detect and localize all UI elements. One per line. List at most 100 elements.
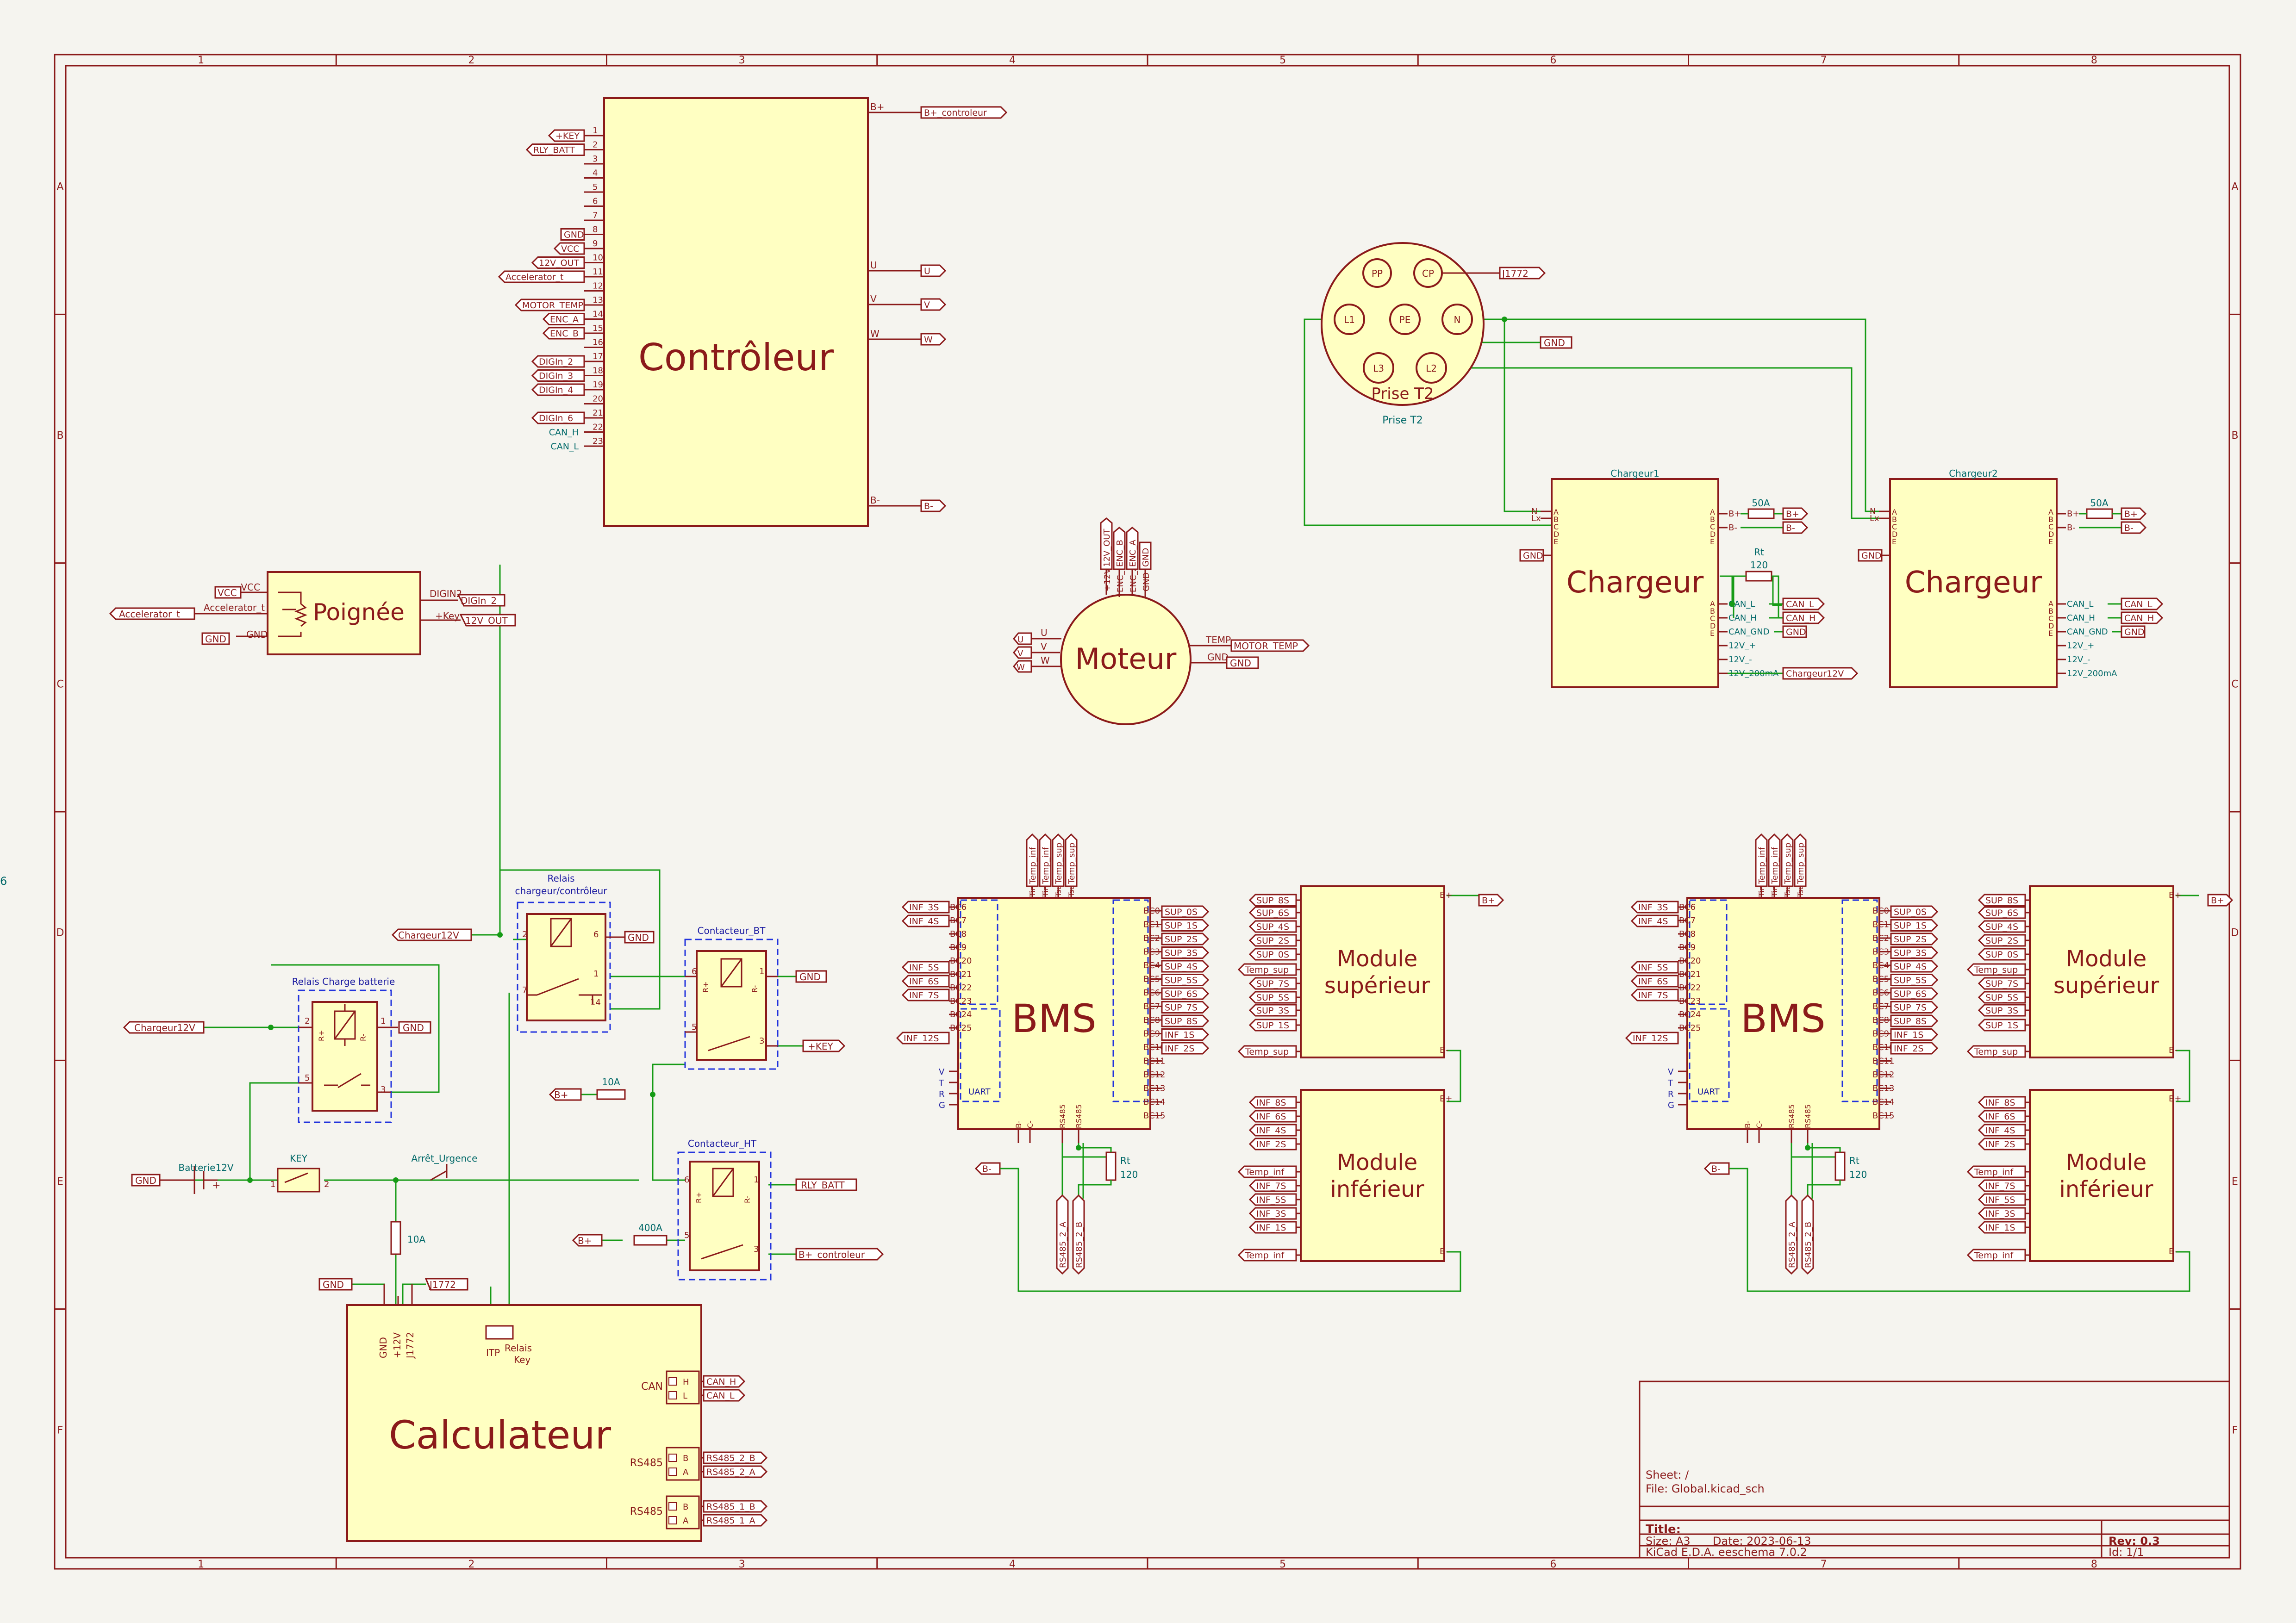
module-sup-label: SUP_7S (1248, 977, 1297, 990)
row-mark-right: C (2231, 678, 2238, 690)
relais-charge[interactable]: Relais Charge batterie R+ R- 1 2 5 3 (292, 976, 398, 1123)
svg-text:SUP_1S: SUP_1S (1894, 921, 1927, 931)
svg-text:SUP_0S: SUP_0S (1165, 907, 1198, 917)
controleur-label: Accelerator_t (498, 270, 585, 283)
controleur-pin-number: 2 (593, 140, 598, 150)
moteur-pin-u: U (1041, 627, 1048, 638)
chargeur-left-pin: Lx (1870, 514, 1879, 523)
module-inf-label: INF_1S (1248, 1221, 1297, 1234)
moteur-pin-temp: TEMP (1205, 634, 1231, 646)
bms-right-pin: BC15 (1143, 1111, 1166, 1121)
chargeur2-block[interactable]: Chargeur Chargeur2 (1889, 468, 2058, 688)
svg-text:U: U (1017, 635, 1023, 645)
calc-port-label: CAN_H (703, 1375, 746, 1388)
chargeur-rt: Rt (1754, 547, 1764, 558)
bms-right-label: SUP_8S (1890, 1014, 1939, 1027)
module-sup-pin-minus: B- (1440, 1045, 1448, 1055)
bms-right-pin: BC14 (1872, 1097, 1895, 1107)
svg-text:SUP_2S: SUP_2S (1894, 934, 1927, 945)
svg-text:GND: GND (403, 1022, 424, 1033)
chargeur-pin-letter: C (1710, 614, 1715, 623)
module-sup-label-bplus: B+ (2207, 894, 2234, 907)
contacteur-bt-pin1: 1 (759, 967, 764, 976)
moteur-block[interactable]: Moteur U V W TEMP GND +12V ENC_B ENC_A G… (1018, 565, 1231, 725)
prise-block[interactable]: PP CP L1 PE N L3 L2 Prise T2 Prise T2 (1321, 242, 1507, 426)
chargeur-fuse: 50A (2090, 497, 2108, 509)
relais-cc[interactable]: Relais chargeur/contrôleur 2 6 1 7 14 (515, 873, 625, 1033)
module-inf-label: INF_1S (1978, 1221, 2026, 1234)
contacteur-ht[interactable]: Contacteur_HT R+ R- 6 1 5 3 (677, 1138, 772, 1281)
svg-text:SUP_6S: SUP_6S (1165, 989, 1198, 999)
svg-text:CAN_L: CAN_L (706, 1391, 735, 1401)
row-mark-right: F (2232, 1424, 2238, 1436)
bms-right-label: SUP_0S (1890, 905, 1939, 918)
bms-right-pin: BC4 (1872, 961, 1889, 970)
controleur-label: 12V_OUT (531, 256, 585, 269)
row-mark-right: A (2231, 181, 2238, 193)
row-mark-right: B (2231, 430, 2238, 442)
chargeur1-block[interactable]: Chargeur Chargeur1 (1551, 468, 1719, 688)
controleur-pin-number: 15 (593, 323, 603, 333)
module-sup-label: Temp_sup (1237, 1045, 1297, 1058)
bms-left-label: INF_12S (1625, 1032, 1679, 1045)
bms-right-label: SUP_4S (1890, 960, 1939, 973)
controleur-right-label: B- (920, 499, 947, 512)
bms-bottom-pin: B- (1743, 1120, 1752, 1128)
chargeur-right-pin: CAN_L (2067, 599, 2093, 609)
side-mark: 6 (0, 875, 7, 888)
power-label-gnd: GND (135, 1175, 156, 1186)
chargeur-right-pin: 12V_+ (2067, 641, 2094, 651)
prise-pin-pp: PP (1372, 268, 1383, 279)
svg-text:B+: B+ (578, 1235, 592, 1246)
module-sup-label: Temp_sup (1237, 963, 1297, 976)
svg-text:SUP_4S: SUP_4S (1256, 922, 1289, 932)
power-line[interactable]: GND Batterie12V + KEY 1 2 Arrêt_Urgence … (131, 932, 655, 1255)
bms-right-group[interactable]: BMSUARTBC6BC7BC8BC9BC20BC21BC22BC23BC24B… (1625, 833, 2234, 1275)
power-key-pin1: 1 (270, 1180, 275, 1189)
module-inf-label: INF_4S (1978, 1124, 2026, 1137)
chargeur-right-pin: CAN_GND (1728, 627, 1770, 637)
chargeur-right-pin: 12V_+ (1728, 641, 1756, 651)
bms-right-pin: BC3 (1143, 947, 1160, 957)
bms-right-pin: BC2 (1872, 933, 1889, 943)
svg-text:SUP_5S: SUP_5S (1256, 993, 1289, 1003)
svg-text:V: V (1017, 649, 1023, 659)
svg-text:GND: GND (205, 634, 226, 645)
chargeur-pin-letter: E (1710, 537, 1715, 546)
bms-right-pin: BC10 (1143, 1043, 1166, 1052)
bms-right-pin: BC10 (1872, 1043, 1895, 1052)
power-key-pin2: 2 (324, 1180, 329, 1189)
bms-top-label: Temp_sup (1052, 833, 1065, 887)
svg-text:RS485_2_A: RS485_2_A (1787, 1221, 1797, 1268)
moteur-label-v: V (1013, 646, 1032, 659)
bms-left-group[interactable]: BMSUARTBC6BC7BC8BC9BC20BC21BC22BC23BC24B… (896, 833, 1504, 1275)
controleur-block[interactable]: Contrôleur (603, 97, 869, 527)
bms-left-pin: BC22 (1679, 983, 1701, 993)
svg-text:ENC_A: ENC_A (1128, 540, 1138, 567)
controleur-pin-number: 4 (593, 168, 598, 178)
svg-text:B+_controleur: B+_controleur (924, 108, 987, 118)
chargeur-right-pin: CAN_H (1728, 613, 1757, 623)
controleur-right-pin: V (870, 293, 877, 305)
poignee-block[interactable]: Poignée VCC Accelerator_t GND DIGIN2 +Ke… (194, 571, 462, 655)
power-key: KEY (290, 1153, 308, 1164)
contacteur-bt[interactable]: Contacteur_BT R+ R- 6 1 5 3 (684, 925, 779, 1070)
poignee-label-digin2: DIGIn_2 (457, 594, 505, 607)
svg-text:Chargeur12V: Chargeur12V (398, 930, 459, 941)
chargeur-label-12v: Chargeur12V (1782, 667, 1859, 680)
contacteur-ht-label-rly: RLY_BATT (795, 1178, 857, 1191)
chargeur-pin-letter: E (2048, 537, 2053, 546)
chargeur-label-canl: CAN_L (2121, 597, 2164, 610)
svg-text:Temp_inf: Temp_inf (1770, 847, 1780, 884)
col-mark-bottom: 8 (2091, 1559, 2097, 1570)
svg-text:RS485_2_B: RS485_2_B (1803, 1222, 1813, 1268)
bms-left-label: INF_5S (1630, 961, 1679, 974)
module-inf-label: INF_7S (1978, 1179, 2026, 1192)
module-sup-label: SUP_7S (1978, 977, 2026, 990)
calculateur-block[interactable]: Calculateur GND +12V J1772 ITP Relais Ke… (346, 1284, 702, 1542)
svg-text:INF_5S: INF_5S (1985, 1195, 2015, 1205)
chargeur-label-gnd: GND (2121, 625, 2146, 638)
controleur-title: Contrôleur (638, 336, 834, 379)
row-mark-left: B (56, 430, 63, 442)
